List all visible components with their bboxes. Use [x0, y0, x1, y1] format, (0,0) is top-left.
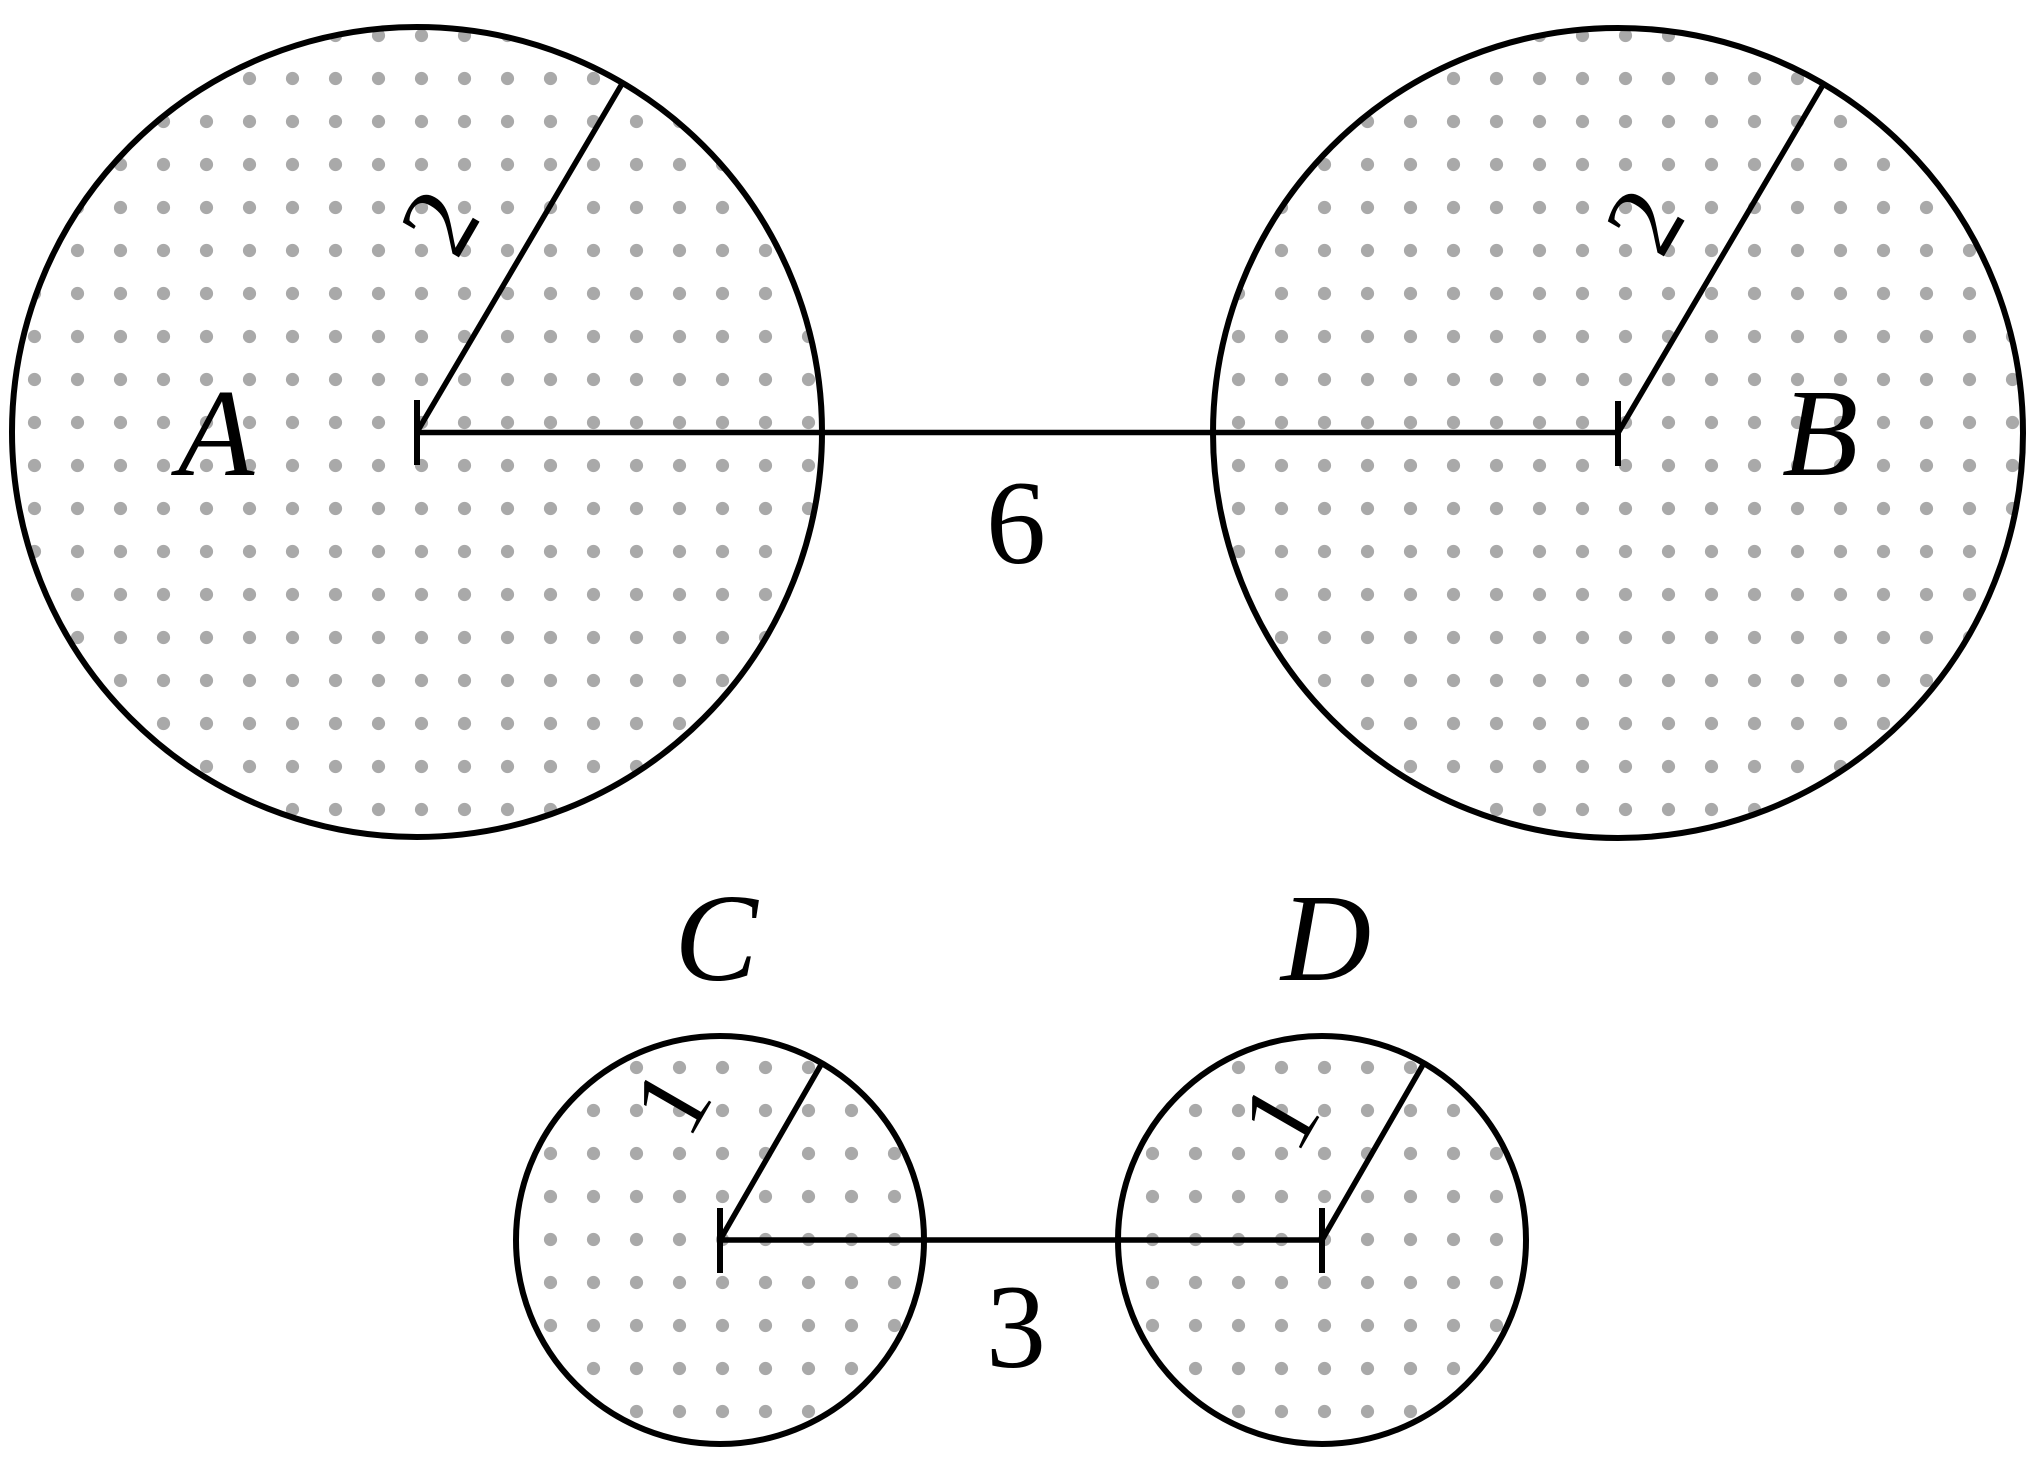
- circle-shapes: [9, 24, 2026, 1447]
- radius-segment-d: [1319, 1061, 1427, 1242]
- distance-cd-label: 3: [986, 1260, 1046, 1393]
- circle-d-label: D: [1279, 870, 1371, 1008]
- circle-c-label: C: [674, 870, 759, 1008]
- radius-segment-c: [717, 1061, 825, 1242]
- circle-a-label: A: [171, 365, 255, 503]
- circle-b-label: B: [1782, 365, 1858, 503]
- distance-ab-label: 6: [986, 456, 1046, 589]
- radius-segment-a: [414, 81, 625, 434]
- radius-segment-b: [1615, 82, 1826, 435]
